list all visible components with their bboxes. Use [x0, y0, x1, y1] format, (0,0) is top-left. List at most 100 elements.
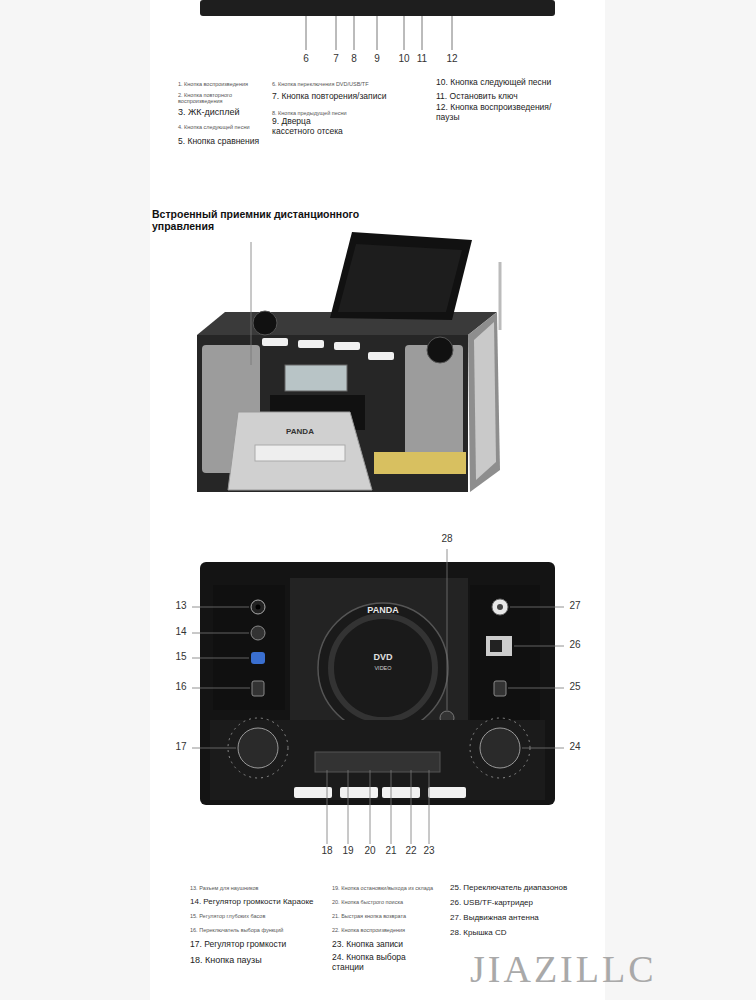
- legend-text: 10. Кнопка следующей песни: [436, 78, 561, 88]
- leader-line: [370, 770, 371, 844]
- leader-line: [192, 688, 250, 689]
- device-front-view: [492, 599, 508, 615]
- device-front-view: [428, 787, 466, 798]
- top-device-bar: [200, 0, 555, 16]
- device-front-view: [480, 728, 520, 768]
- callout-number: 9: [365, 53, 389, 65]
- device-photo: [368, 352, 394, 360]
- device-front-view: [494, 681, 506, 696]
- callout-number: 11: [410, 53, 434, 65]
- legend-text: 3. ЖК-дисплей: [178, 107, 270, 117]
- top-device-bar: [422, 16, 423, 50]
- leader-line: [327, 770, 328, 844]
- legend-text: 8. Кнопка предыдущей песни: [272, 110, 432, 116]
- legend-text: 26. USB/TF-картридер: [450, 898, 595, 907]
- device-front-view: [490, 640, 502, 652]
- device-photo: [255, 445, 345, 461]
- leader-line: [192, 633, 249, 634]
- legend-text: 9. Дверца кассетного отсека: [272, 117, 354, 137]
- device-front-view: [251, 626, 265, 640]
- callout-number: 7: [324, 53, 348, 65]
- legend-text: 28. Крышка CD: [450, 928, 595, 937]
- leader-line: [508, 688, 564, 689]
- device-front-view: [497, 604, 503, 610]
- callout-number: 14: [169, 626, 193, 638]
- leader-line: [429, 770, 430, 844]
- device-photo: [262, 338, 288, 346]
- callout-number: 8: [342, 53, 366, 65]
- callout-number: 26: [563, 639, 587, 651]
- device-photo: [228, 412, 372, 490]
- legend-text: 5. Кнопка сравнения: [178, 137, 272, 147]
- leader-line: [192, 607, 249, 608]
- callout-number: 22: [399, 845, 423, 857]
- leader-line: [411, 770, 412, 844]
- callout-number: 24: [563, 741, 587, 753]
- brand-text: PANDA: [270, 427, 330, 436]
- callout-number: 13: [169, 600, 193, 612]
- device-front-view: [315, 752, 440, 772]
- callout-number: 27: [563, 600, 587, 612]
- callout-number: 18: [315, 845, 339, 857]
- heading: Встроенный приемник дистанционного управ…: [152, 208, 370, 232]
- device-front-view: [486, 636, 512, 656]
- legend-text: 15. Регулятор глубоких басов: [190, 913, 330, 919]
- legend-text: 18. Кнопка паузы: [190, 955, 330, 965]
- device-front-view: [331, 616, 435, 720]
- legend-text: 1. Кнопка воспроизведения: [178, 81, 270, 87]
- callout-number: 19: [336, 845, 360, 857]
- page-card: [150, 0, 605, 1000]
- device-photo: [197, 232, 500, 492]
- top-device-bar: [452, 16, 453, 50]
- legend-text: 11. Остановить ключ: [436, 92, 561, 102]
- device-front-view: [228, 718, 288, 778]
- device-front-view: [382, 787, 420, 798]
- device-photo: [251, 242, 252, 365]
- device-photo: [197, 335, 468, 492]
- legend-text: 19. Кнопка остановки/выхода из склада: [332, 885, 450, 891]
- callout-number: 15: [169, 651, 193, 663]
- leader-line: [348, 770, 349, 844]
- device-photo: [474, 322, 496, 480]
- device-front-view: [294, 787, 332, 798]
- legend-text: 14. Регулятор громкости Караоке: [190, 897, 330, 906]
- callout-number: 12: [440, 53, 464, 65]
- legend-text: 2. Кнопка повторного воспроизведения: [178, 92, 240, 105]
- device-front-view: [340, 787, 378, 798]
- callout-number: 6: [294, 53, 318, 65]
- device-photo: [262, 338, 394, 360]
- top-device-bar: [336, 16, 337, 50]
- legend-text: 17. Регулятор громкости: [190, 940, 330, 950]
- legend-text: 16. Переключатель выбора функций: [190, 927, 330, 933]
- device-front-view: [318, 603, 448, 733]
- device-front-view: [252, 681, 264, 696]
- device-front-view: [200, 562, 555, 805]
- legend-text: 21. Быстрая кнопка возврата: [332, 913, 450, 919]
- device-photo: [427, 337, 453, 363]
- callout-number: 17: [169, 741, 193, 753]
- top-device-bar: [306, 16, 452, 50]
- device-front-view: [238, 728, 278, 768]
- device-photo: [374, 452, 466, 474]
- legend-text: 23. Кнопка записи: [332, 940, 450, 950]
- legend-text: 12. Кнопка воспроизведения/паузы: [436, 103, 554, 123]
- callout-number: 28: [435, 533, 459, 545]
- device-front-view: [213, 585, 285, 710]
- device-front-view: [294, 787, 466, 798]
- device-photo: [298, 340, 324, 348]
- top-device-bar: [354, 16, 355, 50]
- leader-line: [447, 549, 448, 710]
- callout-number: 10: [392, 53, 416, 65]
- legend-text: 25. Переключатель диапазонов: [450, 883, 595, 892]
- device-front-view: [200, 562, 555, 805]
- legend-text: 20. Кнопка быстрого поиска: [332, 899, 450, 905]
- leader-line: [522, 748, 564, 749]
- legend-text: 6. Кнопка переключения DVD/USB/TF: [272, 81, 432, 87]
- device-photo: [499, 262, 502, 330]
- leader-line: [192, 549, 564, 844]
- top-device-bar: [377, 16, 378, 50]
- callout-number: 21: [379, 845, 403, 857]
- legend-text: 4. Кнопка следующей песни: [178, 124, 270, 130]
- device-photo: [253, 311, 277, 335]
